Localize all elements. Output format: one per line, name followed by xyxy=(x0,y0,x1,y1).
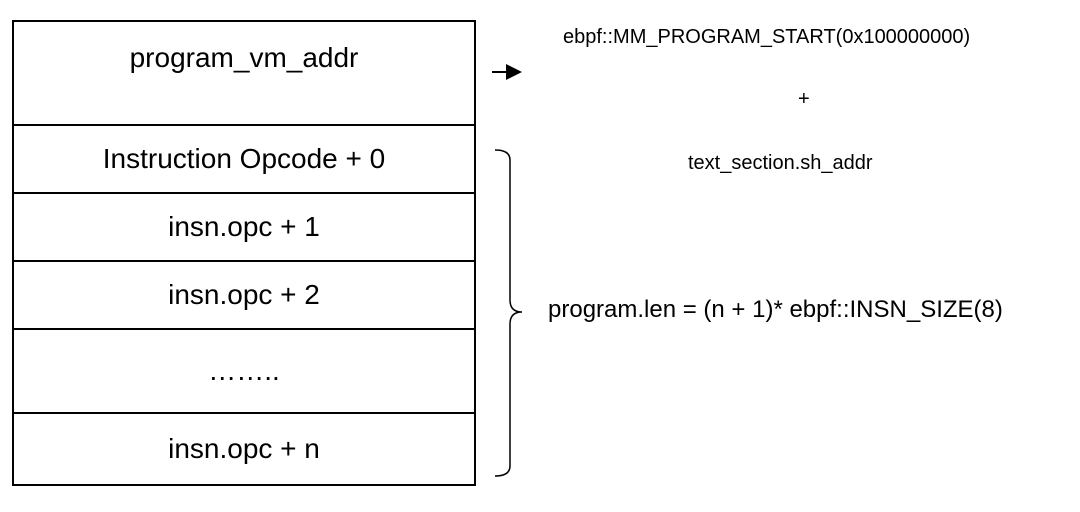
ellipsis-row: …….. xyxy=(14,330,474,414)
arrow-right-icon xyxy=(492,64,522,80)
program-length-note: program.len = (n + 1)* ebpf::INSN_SIZE(8… xyxy=(548,296,1003,323)
memory-layout-stack: program_vm_addr Instruction Opcode + 0 i… xyxy=(12,20,476,486)
program-vm-addr-cell: program_vm_addr xyxy=(14,22,474,126)
text-section-note: text_section.sh_addr xyxy=(688,152,873,174)
instruction-row-label: Instruction Opcode + 0 xyxy=(102,143,386,174)
instruction-row: insn.opc + n xyxy=(14,414,474,484)
plus-sign: + xyxy=(798,88,810,110)
instruction-row: insn.opc + 1 xyxy=(14,194,474,262)
curly-brace-icon xyxy=(494,149,523,477)
instruction-row: insn.opc + 2 xyxy=(14,262,474,330)
program-vm-addr-label: program_vm_addr xyxy=(129,42,359,73)
instruction-row: Instruction Opcode + 0 xyxy=(14,126,474,194)
instruction-row-label: insn.opc + n xyxy=(168,433,320,464)
program-start-note: ebpf::MM_PROGRAM_START(0x100000000) xyxy=(563,26,971,48)
instruction-row-label: insn.opc + 1 xyxy=(168,211,320,242)
ellipsis-label: …….. xyxy=(208,355,280,386)
instruction-row-label: insn.opc + 2 xyxy=(168,279,320,310)
